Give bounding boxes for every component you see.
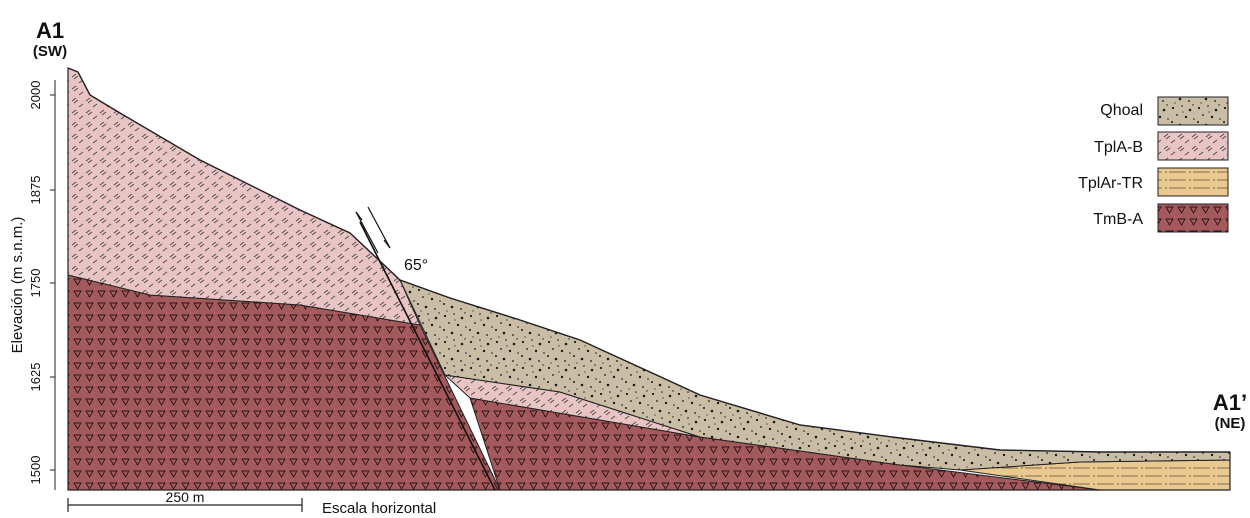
elevation-tick-2000: 2000	[28, 81, 43, 110]
section-end-label: A1’	[1213, 390, 1247, 415]
legend-swatch-tpla-b	[1158, 132, 1228, 160]
legend-label-qhoal: Qhoal	[1100, 102, 1143, 119]
elevation-axis: 2000 1875 1750 1625 1500 Elevación (m s.…	[9, 80, 55, 490]
legend: Qhoal TplA-B TplAr-TR TmB-A	[1078, 97, 1228, 232]
elevation-axis-label: Elevación (m s.n.m.)	[9, 217, 26, 354]
legend-swatch-tplar-tr	[1158, 168, 1228, 196]
elevation-tick-1625: 1625	[28, 363, 43, 392]
legend-swatch-qhoal	[1158, 97, 1228, 125]
section-start-label: A1	[36, 18, 64, 43]
section-end-direction: (NE)	[1215, 415, 1246, 432]
scale-bar: 250 m Escala horizontal	[68, 489, 436, 517]
unit-tpla-hangingwall	[68, 68, 420, 325]
legend-label-tpla-b: TplA-B	[1094, 139, 1143, 156]
elevation-tick-1500: 1500	[28, 456, 43, 485]
scale-bar-value: 250 m	[166, 489, 205, 505]
legend-label-tmb-a: TmB-A	[1093, 211, 1143, 228]
legend-label-tplar-tr: TplAr-TR	[1078, 175, 1143, 192]
elevation-tick-1750: 1750	[28, 269, 43, 298]
legend-swatch-tmb-a	[1158, 204, 1228, 232]
elevation-tick-1875: 1875	[28, 176, 43, 205]
scale-bar-caption: Escala horizontal	[322, 500, 436, 517]
section-start-direction: (SW)	[33, 43, 67, 60]
fault-dip-label: 65°	[404, 257, 428, 274]
